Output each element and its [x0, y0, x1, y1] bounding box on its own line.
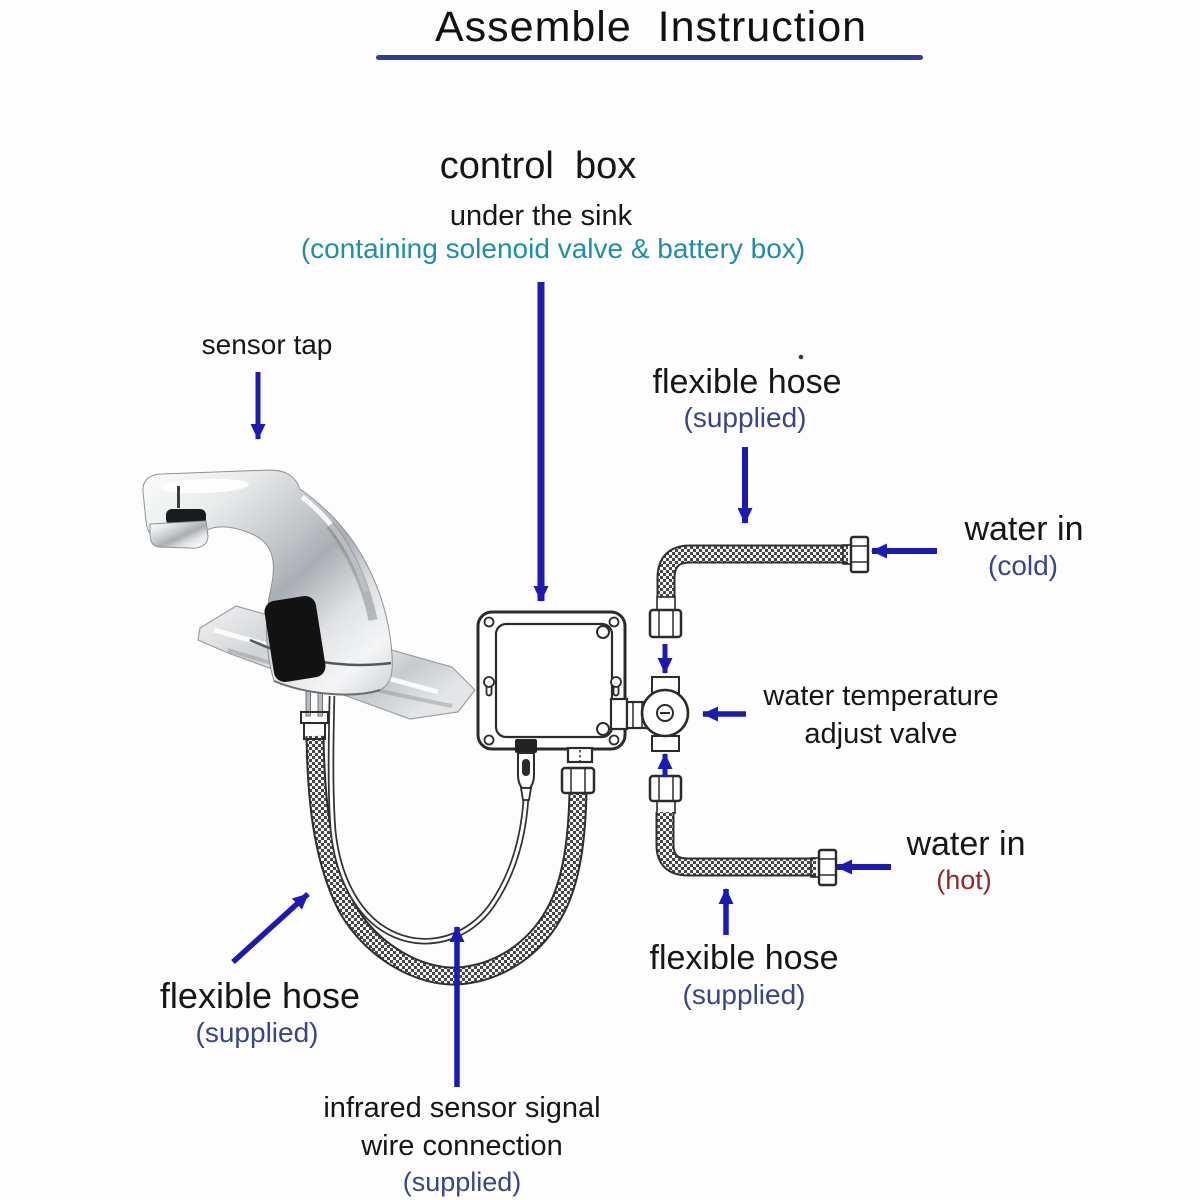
water-cold-note: (cold): [987, 550, 1059, 581]
control-box-sublabel: under the sink: [449, 200, 633, 232]
signal-wire-note: (supplied): [402, 1167, 522, 1198]
sensor-tap-label: sensor tap: [201, 329, 333, 360]
hose-bottom-left-arrow: [231, 891, 310, 965]
hot-hose-drawing: [648, 774, 838, 887]
annotation-arrows: [231, 282, 937, 1087]
water-cold-label: water in: [964, 510, 1084, 548]
sensor-tap-drawing: [142, 469, 476, 720]
temp-valve-label-line2: adjust valve: [804, 717, 958, 750]
cold-hose-drawing: [648, 535, 870, 639]
control-box-drawing: [476, 610, 650, 801]
hose-top-note: (supplied): [683, 402, 807, 433]
temp-valve-label-line1: water temperature: [763, 680, 999, 712]
mounting-keyhole-right: [610, 676, 622, 697]
signal-wire-label-line2: wire connection: [361, 1129, 563, 1162]
water-hot-note: (hot): [936, 865, 992, 895]
sensor-signal-wire: [327, 695, 530, 945]
temp-valve-label: water temperature adjust valve: [763, 678, 998, 753]
temp-valve-drawing: [640, 676, 690, 752]
ir-sensor-window: [264, 596, 326, 682]
hose-bottom-right-note: (supplied): [682, 979, 806, 1010]
page-title: Assemble Instruction: [434, 3, 868, 51]
title-underline: [376, 55, 923, 60]
control-box-label: control box: [439, 145, 637, 187]
faucet-supply-hose: [305, 735, 588, 986]
signal-wire-label-line1: infrared sensor signal: [323, 1092, 601, 1124]
hose-bottom-left-note: (supplied): [195, 1017, 319, 1048]
hose-top-label: flexible hose: [652, 363, 842, 401]
signal-wire-plug: [515, 739, 537, 801]
stray-dot: [798, 354, 804, 360]
mounting-keyhole-left: [483, 676, 495, 697]
water-hot-label: water in: [906, 825, 1026, 863]
hose-bottom-left-label: flexible hose: [159, 975, 361, 1016]
control-box-detail: (containing solenoid valve & battery box…: [300, 233, 806, 264]
signal-wire-label: infrared sensor signal wire connection (…: [323, 1090, 600, 1200]
hose-bottom-right-label: flexible hose: [649, 939, 839, 977]
